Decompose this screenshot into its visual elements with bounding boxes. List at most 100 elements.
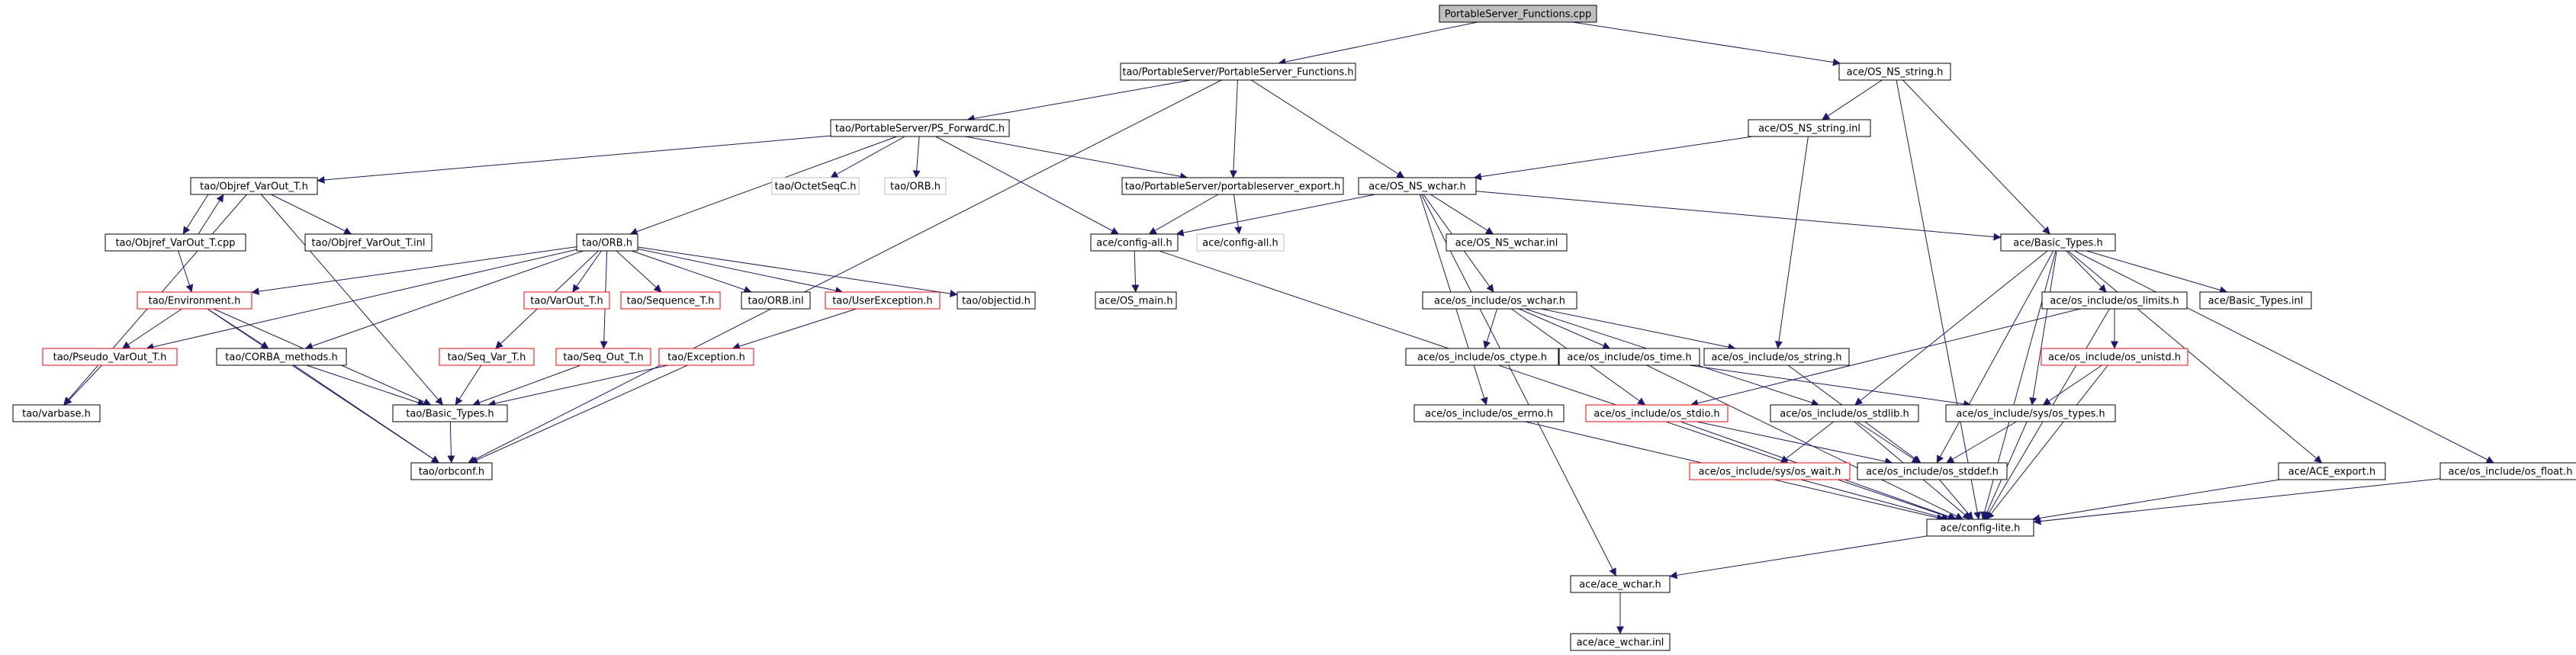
edge-seq_out-to-basic_types_tao bbox=[472, 364, 581, 406]
edge-os_ns_string_h-to-config_lite bbox=[1896, 79, 1982, 520]
node-box bbox=[2041, 291, 2188, 310]
node-ace_wchar_h[interactable]: ace/ace_wchar.h bbox=[1570, 575, 1671, 593]
node-config_lite[interactable]: ace/config-lite.h bbox=[1926, 519, 2034, 537]
node-userexc[interactable]: tao/UserException.h bbox=[825, 291, 941, 310]
node-box bbox=[1558, 348, 1700, 366]
edge-os_time-to-config_lite bbox=[1646, 364, 1963, 520]
node-os_ns_string_h[interactable]: ace/OS_NS_string.h bbox=[1838, 63, 1951, 81]
node-os_float[interactable]: ace/os_include/os_float.h bbox=[2439, 462, 2576, 480]
node-box bbox=[1405, 348, 1559, 366]
node-ace_wchar_inl[interactable]: ace/ace_wchar.inl bbox=[1570, 633, 1671, 651]
node-box bbox=[1857, 462, 2008, 480]
edge-ps_export-to-config_all_h bbox=[1148, 194, 1219, 235]
node-label: ace/OS_NS_string.inl bbox=[1758, 124, 1860, 135]
edge-ps_fwd-to-config_all_h bbox=[935, 136, 1119, 235]
edge-objref_h-to-objref_inl bbox=[271, 194, 352, 235]
edge-ace_export-to-config_lite bbox=[2032, 479, 2280, 522]
node-label: ace/os_include/sys/os_types.h bbox=[1956, 409, 2105, 420]
node-os_stdio[interactable]: ace/os_include/os_stdio.h bbox=[1585, 404, 1729, 422]
node-label: ace/os_include/os_wchar.h bbox=[1434, 296, 1565, 307]
edge-exception-to-orbconf bbox=[470, 364, 688, 464]
node-os_stdlib[interactable]: ace/os_include/os_stdlib.h bbox=[1770, 404, 1919, 422]
node-os_unistd[interactable]: ace/os_include/os_unistd.h bbox=[2041, 348, 2188, 366]
node-varbase[interactable]: tao/varbase.h bbox=[12, 404, 101, 422]
node-os_stddef[interactable]: ace/os_include/os_stddef.h bbox=[1857, 462, 2008, 480]
node-corba_methods[interactable]: tao/CORBA_methods.h bbox=[216, 348, 347, 366]
edge-psf_h-to-ps_fwd bbox=[966, 79, 1192, 123]
node-os_types[interactable]: ace/os_include/sys/os_types.h bbox=[1945, 404, 2116, 422]
node-psf_h[interactable]: tao/PortableServer/PortableServer_Functi… bbox=[1120, 63, 1356, 81]
node-basic_types_tao[interactable]: tao/Basic_Types.h bbox=[392, 404, 508, 422]
node-label: tao/orbconf.h bbox=[419, 467, 484, 478]
node-os_string[interactable]: ace/os_include/os_string.h bbox=[1703, 348, 1850, 366]
node-objref_cpp[interactable]: tao/Objref_VarOut_T.cpp bbox=[105, 233, 246, 252]
node-config_all_h[interactable]: ace/config-all.h bbox=[1090, 233, 1179, 252]
node-ps_export[interactable]: tao/PortableServer/portableserver_export… bbox=[1121, 177, 1344, 195]
node-pseudo[interactable]: tao/Pseudo_VarOut_T.h bbox=[42, 348, 178, 366]
node-label: tao/Exception.h bbox=[667, 352, 745, 364]
node-box bbox=[1748, 119, 1871, 137]
node-varout[interactable]: tao/VarOut_T.h bbox=[523, 291, 610, 310]
node-objref_h[interactable]: tao/Objref_VarOut_T.h bbox=[190, 177, 318, 195]
edges-layer bbox=[63, 21, 2494, 634]
edge-orb_h-to-pseudo bbox=[146, 249, 577, 351]
node-orb_inl[interactable]: tao/ORB.inl bbox=[741, 291, 811, 310]
node-orbconf[interactable]: tao/orbconf.h bbox=[410, 462, 493, 480]
node-os_time[interactable]: ace/os_include/os_time.h bbox=[1558, 348, 1700, 366]
node-box bbox=[1689, 462, 1851, 480]
edge-root-to-psf_h bbox=[1278, 21, 1478, 66]
node-ace_export[interactable]: ace/ACE_export.h bbox=[2278, 462, 2386, 480]
node-os_main[interactable]: ace/OS_main.h bbox=[1095, 291, 1177, 310]
edge-ps_fwd-to-octetseq bbox=[830, 136, 905, 178]
edge-os_stdlib-to-os_wait bbox=[1780, 421, 1835, 464]
node-basic_types_inl[interactable]: ace/Basic_Types.inl bbox=[2199, 291, 2312, 310]
edge-os_ns_wchar_h-to-basic_types_ace bbox=[1475, 191, 2002, 241]
node-os_wait[interactable]: ace/os_include/sys/os_wait.h bbox=[1689, 462, 1851, 480]
node-box bbox=[2000, 233, 2116, 252]
node-objectid[interactable]: tao/objectid.h bbox=[957, 291, 1036, 310]
node-basic_types_ace[interactable]: ace/Basic_Types.h bbox=[2000, 233, 2116, 252]
node-label: tao/Seq_Out_T.h bbox=[563, 352, 643, 364]
edge-os_wchar-to-os_ctype bbox=[1483, 308, 1498, 349]
node-box bbox=[1770, 404, 1919, 422]
node-seq_out[interactable]: tao/Seq_Out_T.h bbox=[555, 348, 651, 366]
node-box bbox=[576, 233, 638, 252]
node-ps_fwd[interactable]: tao/PortableServer/PS_ForwardC.h bbox=[830, 119, 1010, 137]
edge-ps_fwd-to-orb_h_grey bbox=[912, 136, 921, 178]
node-box bbox=[884, 177, 947, 195]
node-os_limits[interactable]: ace/os_include/os_limits.h bbox=[2041, 291, 2188, 310]
node-os_ns_wchar_inl[interactable]: ace/OS_NS_wchar.inl bbox=[1446, 233, 1568, 252]
node-sequence[interactable]: tao/Sequence_T.h bbox=[620, 291, 721, 310]
node-label: ace/ace_wchar.h bbox=[1579, 580, 1661, 591]
node-seq_var[interactable]: tao/Seq_Var_T.h bbox=[439, 348, 535, 366]
node-root: PortableServer_Functions.cpp bbox=[1439, 5, 1597, 23]
edge-objref_cpp-to-objref_h bbox=[198, 194, 224, 235]
edge-orb_h-to-objectid bbox=[637, 246, 958, 297]
node-label: ace/os_include/os_stddef.h bbox=[1866, 467, 1999, 478]
node-label: ace/os_include/os_float.h bbox=[2448, 467, 2572, 478]
node-label: tao/PortableServer/portableserver_export… bbox=[1125, 181, 1341, 193]
edge-ps_fwd-to-orb_h bbox=[629, 136, 898, 236]
node-label: tao/ORB.h bbox=[890, 181, 941, 193]
edge-os_stdlib-to-os_stddef bbox=[1857, 421, 1920, 464]
node-os_ns_string_inl[interactable]: ace/OS_NS_string.inl bbox=[1748, 119, 1871, 137]
node-box bbox=[1095, 291, 1177, 310]
node-exception[interactable]: tao/Exception.h bbox=[658, 348, 754, 366]
node-os_errno[interactable]: ace/os_include/os_errno.h bbox=[1413, 404, 1565, 422]
nodes-layer: PortableServer_Functions.cpp tao/Portable… bbox=[12, 5, 2576, 651]
node-os_ctype[interactable]: ace/os_include/os_ctype.h bbox=[1405, 348, 1559, 366]
node-box bbox=[741, 291, 811, 310]
node-environment[interactable]: tao/Environment.h bbox=[137, 291, 252, 310]
edge-os_stdio-to-os_stddef bbox=[1696, 421, 1893, 465]
node-objref_inl[interactable]: tao/Objref_VarOut_T.inl bbox=[304, 233, 433, 252]
node-box bbox=[216, 348, 347, 366]
node-box bbox=[304, 233, 433, 252]
node-label: tao/PortableServer/PS_ForwardC.h bbox=[835, 124, 1005, 135]
node-label: tao/Objref_VarOut_T.cpp bbox=[115, 238, 235, 249]
node-box bbox=[1413, 404, 1565, 422]
node-os_wchar[interactable]: ace/os_include/os_wchar.h bbox=[1422, 291, 1577, 310]
node-box bbox=[2439, 462, 2576, 480]
node-box bbox=[1585, 404, 1729, 422]
node-os_ns_wchar_h[interactable]: ace/OS_NS_wchar.h bbox=[1358, 177, 1477, 195]
node-orb_h[interactable]: tao/ORB.h bbox=[576, 233, 638, 252]
